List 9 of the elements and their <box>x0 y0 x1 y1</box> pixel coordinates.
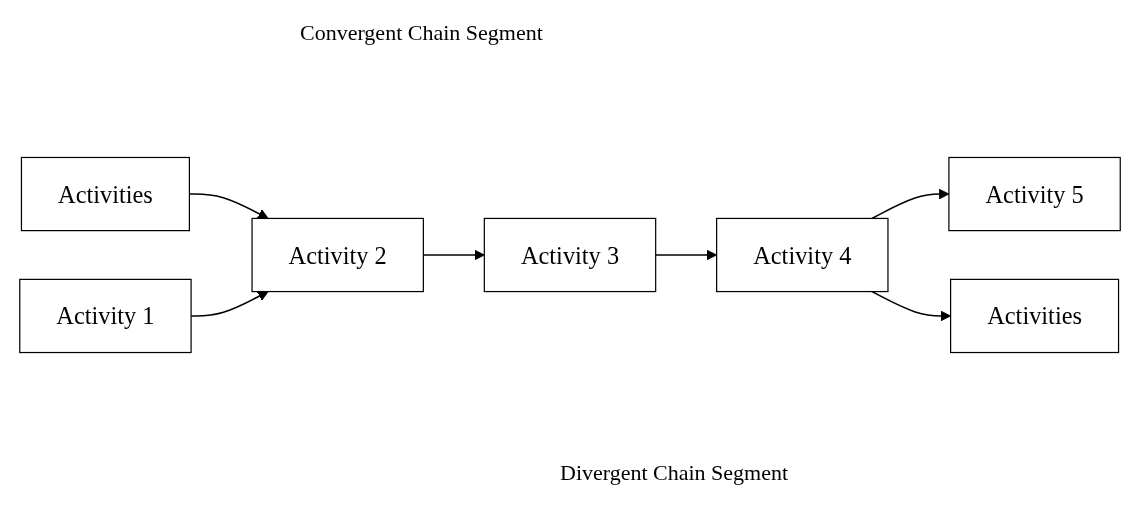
node-box: Activities <box>950 278 1120 354</box>
node-box: Activity 4 <box>716 217 889 293</box>
node-box: Activities <box>20 156 190 232</box>
node-box: Activity 1 <box>19 278 192 354</box>
segment-label: Divergent Chain Segment <box>560 460 789 486</box>
node-box: Activity 5 <box>948 156 1121 232</box>
segment-label: Convergent Chain Segment <box>300 20 543 46</box>
node-box: Activity 2 <box>251 217 424 293</box>
node-box: Activity 3 <box>483 217 657 293</box>
